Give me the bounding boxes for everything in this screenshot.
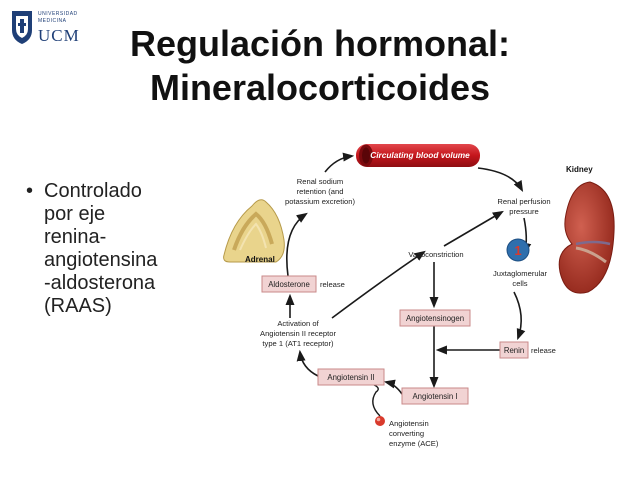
ucm-logo: UNIVERSIDAD MEDICINA UCM bbox=[10, 8, 88, 48]
activation-line: type 1 (AT1 receptor) bbox=[262, 339, 334, 348]
bullet-line: renina- bbox=[44, 226, 107, 248]
bullet-line: -aldosterona bbox=[44, 272, 156, 294]
bullet-dot: • bbox=[26, 180, 34, 202]
renal-perfusion-line: pressure bbox=[509, 207, 539, 216]
arrow-activation-to-vasoconstriction bbox=[331, 250, 426, 319]
arrow-jg-to-renin bbox=[513, 291, 526, 341]
renin-release-label: release bbox=[531, 346, 556, 355]
arrow-aldosterone-to-sodium bbox=[286, 212, 308, 277]
adrenal-label: Adrenal bbox=[245, 255, 275, 264]
logo-ucm-text: UCM bbox=[38, 26, 80, 45]
renin-box: Renin bbox=[499, 341, 529, 359]
ace-line: converting bbox=[389, 429, 424, 438]
renal-perfusion-line: Renal perfusion bbox=[497, 197, 550, 206]
activation-label: Activation of Angiotensin II receptor ty… bbox=[260, 319, 336, 348]
ace-enzyme-icon bbox=[375, 416, 385, 426]
arrow-vessel-to-perfusion bbox=[477, 167, 524, 192]
activation-line: Angiotensin II receptor bbox=[260, 329, 336, 338]
ace-connector bbox=[371, 383, 381, 417]
angiotensinogen-box-label: Angiotensinogen bbox=[406, 314, 464, 323]
logo-text-line2: MEDICINA bbox=[38, 18, 67, 24]
ace-label: Angiotensin converting enzyme (ACE) bbox=[389, 419, 439, 448]
slide-title: Regulación hormonal: Mineralocorticoides bbox=[80, 22, 560, 110]
angiotensin-ii-box-label: Angiotensin II bbox=[327, 373, 374, 382]
renal-sodium-label: Renal sodium retention (and potassium ex… bbox=[285, 177, 356, 206]
vessel-label: Circulating blood volume bbox=[370, 150, 470, 160]
slide-title-line2: Mineralocorticoides bbox=[149, 67, 491, 108]
renal-sodium-line: Renal sodium bbox=[297, 177, 343, 186]
activation-line: Activation of bbox=[277, 319, 319, 328]
arrow-angiotensin-i-to-ii bbox=[383, 379, 403, 395]
ace-line: Angiotensin bbox=[389, 419, 429, 428]
kidney-icon bbox=[558, 181, 615, 294]
renin-box-label: Renin bbox=[504, 346, 524, 355]
jg-cells-line: Juxtaglomerular bbox=[493, 269, 547, 278]
step-number: 1 bbox=[514, 243, 521, 258]
angiotensin-i-box-label: Angiotensin I bbox=[412, 392, 457, 401]
vasoconstriction-label: Vasoconstriction bbox=[408, 250, 463, 259]
slide-title-line1: Regulación hormonal: bbox=[129, 23, 511, 64]
ucm-shield-icon bbox=[12, 11, 32, 44]
aldosterone-box: Aldosterone bbox=[261, 275, 317, 293]
adrenal-gland-icon bbox=[223, 199, 285, 263]
arrow-sodium-to-vessel bbox=[324, 152, 355, 173]
renal-sodium-line: retention (and bbox=[297, 187, 344, 196]
bullet-line: (RAAS) bbox=[44, 295, 112, 317]
angiotensin-ii-box: Angiotensin II bbox=[317, 368, 385, 386]
ace-line: enzyme (ACE) bbox=[389, 439, 439, 448]
logo-text-line1: UNIVERSIDAD bbox=[38, 11, 78, 17]
jg-cells-label: Juxtaglomerular cells bbox=[493, 269, 547, 288]
blood-vessel-icon bbox=[356, 144, 480, 167]
jg-cells-line: cells bbox=[512, 279, 527, 288]
bullet-line: angiotensina bbox=[44, 249, 158, 271]
aldosterone-release-label: release bbox=[320, 280, 345, 289]
bullet-line: Controlado bbox=[44, 180, 142, 202]
renal-sodium-line: potassium excretion) bbox=[285, 197, 356, 206]
angiotensinogen-box: Angiotensinogen bbox=[399, 309, 471, 327]
renal-perfusion-label: Renal perfusion pressure bbox=[497, 197, 550, 216]
bullet-line: por eje bbox=[44, 203, 106, 225]
step-number-badge: 1 bbox=[506, 238, 530, 262]
arrow-vasoconstriction-to-perfusion bbox=[443, 210, 504, 247]
kidney-label: Kidney bbox=[566, 165, 593, 174]
angiotensin-i-box: Angiotensin I bbox=[401, 387, 469, 405]
aldosterone-box-label: Aldosterone bbox=[268, 280, 310, 289]
arrow-angiotensin-ii-to-activation bbox=[296, 349, 319, 377]
